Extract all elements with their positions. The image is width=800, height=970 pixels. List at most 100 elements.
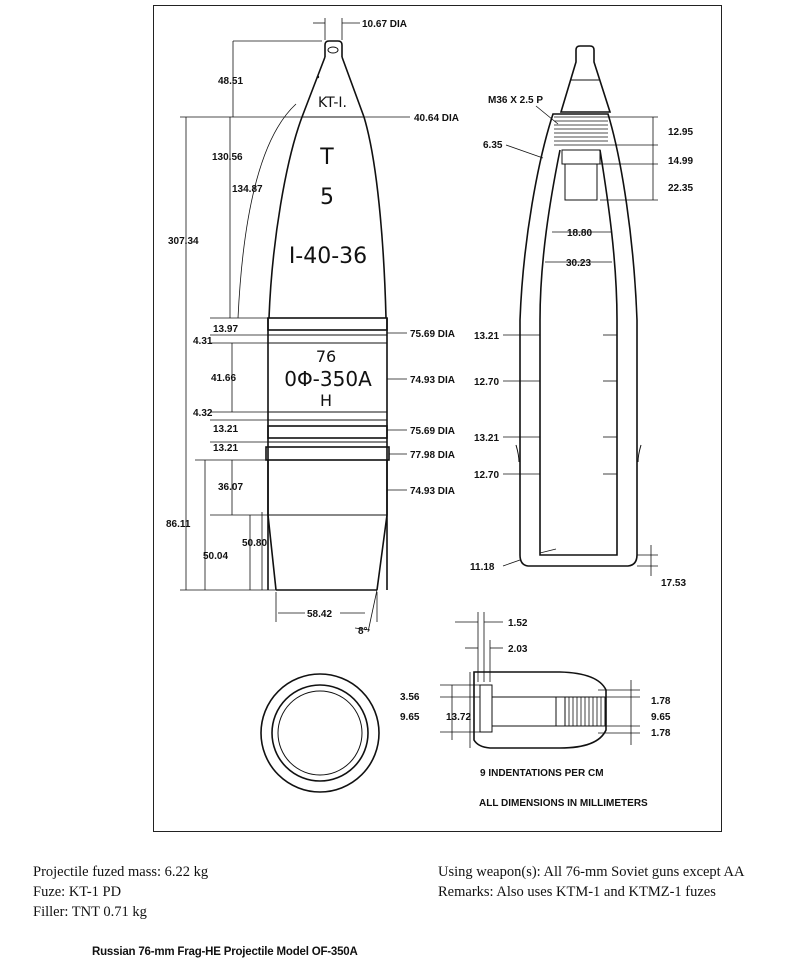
base-outer-circle [260,673,380,793]
dim-band-left-0: 3.56 [400,692,420,703]
dim-left-1: 4.31 [193,336,213,347]
body-cylinder [267,318,388,590]
spec-remarks: Remarks: Also uses KTM-1 and KTMZ-1 fuze… [438,884,716,900]
dim-base-thickness: 17.53 [661,578,686,589]
section-view: M36 X 2.5 P 6.35 12.95 14.99 22.35 18.80… [470,45,693,589]
dim-left-5: 13.21 [213,443,238,454]
dim-dia-1: 74.93 DIA [410,375,455,386]
dim-well-step: 14.99 [668,156,693,167]
dim-left-0: 13.97 [213,324,238,335]
spec-mass: Projectile fuzed mass: 6.22 kg [33,864,209,880]
dim-left-6: 36.07 [218,482,243,493]
dim-left-7: 86.11 [166,519,191,530]
section-outer-outline [519,113,638,567]
units-note: ALL DIMENSIONS IN MILLIMETERS [479,798,648,809]
spec-fuze: Fuze: KT-1 PD [33,884,122,900]
band-detail-knurl [564,696,606,727]
dim-band-top-0: 1.52 [508,618,528,629]
dim-left-8: 50.04 [203,551,228,562]
band-detail: 1.52 2.03 3.56 9.65 13.72 1.78 9.65 1.78 [400,612,671,749]
ogive-outline-right [363,116,387,319]
fuze-tip-hole [327,46,339,54]
band-mark-model: 0Φ-350A [284,367,372,391]
dim-well-depth: 22.35 [668,183,693,194]
band-detail-groove [479,684,493,733]
spec-weapons: Using weapon(s): All 76-mm Soviet guns e… [438,864,745,880]
band-mark-caliber: 76 [316,347,336,366]
dim-top-dia: 10.67 DIA [362,19,407,30]
figure-caption: Russian 76-mm Frag-HE Projectile Model O… [92,946,358,958]
dim-leader [502,559,521,567]
specs-left: Projectile fuzed mass: 6.22 kg Fuze: KT-… [33,862,208,922]
ogive-outline-left [268,116,303,319]
dim-band-right-2: 1.78 [651,728,671,739]
base-view [260,673,380,793]
dim-angle-line [367,589,378,633]
dim-base-wall: 11.18 [470,562,495,573]
base-middle-circle [271,684,369,782]
dim-band-left-2: 13.72 [446,712,471,723]
fuze-well [564,163,598,201]
band-upper-top [267,317,388,331]
dim-wall-1: 12.70 [474,377,499,388]
dim-leader [505,144,544,159]
drawing-frame [153,5,722,832]
projectile-diagram: KT-I. T 5 I-40-36 76 0Φ-350A H 10.67 DIA… [166,18,693,809]
dim-dia-0: 75.69 DIA [410,329,455,340]
dim-band-right-1: 9.65 [651,712,671,723]
dim-left-9: 50.80 [242,538,267,549]
dim-leader [539,548,557,554]
dim-left-2: 41.66 [211,373,236,384]
band-mark-h: H [320,391,332,410]
dim-base-angle: 8° [358,626,368,637]
base-inner-circle [277,690,363,776]
section-inner-cavity [539,149,618,556]
dim-thread-depth: 12.95 [668,127,693,138]
indentations-note: 9 INDENTATIONS PER CM [480,768,604,779]
body-lower [267,460,388,515]
band-lower [267,425,388,439]
dim-angle-arc [354,627,371,631]
exterior-view: KT-I. T 5 I-40-36 76 0Φ-350A H 10.67 DIA… [166,18,459,637]
dim-fuze-base-dia: 40.64 DIA [414,113,459,124]
dim-well-outer-dia: 30.23 [566,258,591,269]
dim-ogive-radius-arc [237,103,297,319]
body-mark-t: T [319,145,334,170]
spec-filler: Filler: TNT 0.71 kg [33,904,147,920]
dim-band-left-1: 9.65 [400,712,420,723]
dim-well-dia: 18.80 [567,228,592,239]
section-indentations [515,444,642,463]
specs-right: Using weapon(s): All 76-mm Soviet guns e… [438,862,744,902]
dim-left-4: 13.21 [213,424,238,435]
dim-leader [535,105,559,125]
dim-dia-2: 75.69 DIA [410,426,455,437]
thread-hatch [554,116,608,146]
dim-nose-height: 48.51 [218,76,243,87]
dim-fuze-well-wall: 6.35 [483,140,503,151]
dim-wall-0: 13.21 [474,331,499,342]
fuze-dot [316,75,320,79]
body-mark-lot: I-40-36 [289,244,367,269]
dim-thread: M36 X 2.5 P [488,95,543,106]
dim-left-3: 4.32 [193,408,213,419]
fuze-marking: KT-I. [318,95,347,111]
band-detail-step [555,696,566,727]
dim-wall-3: 12.70 [474,470,499,481]
fuze-well-step [561,149,601,165]
section-fuze-outline [559,45,612,113]
fuze-cone-outline [301,56,365,118]
dim-base-dia: 58.42 [307,609,332,620]
dim-dia-3: 77.98 DIA [410,450,455,461]
boattail-outline [267,514,388,591]
dim-total-length: 307.34 [168,236,199,247]
dim-dia-4: 74.93 DIA [410,486,455,497]
dim-ogive-radius: 134.87 [232,184,263,195]
dim-ogive-length: 130.56 [212,152,243,163]
dim-wall-2: 13.21 [474,433,499,444]
dim-band-right-0: 1.78 [651,696,671,707]
fuze-tip-outline [324,40,343,57]
dim-band-top-1: 2.03 [508,644,528,655]
rotating-band [265,446,390,461]
body-mark-5: 5 [320,185,334,210]
band-detail-outline [473,671,607,749]
